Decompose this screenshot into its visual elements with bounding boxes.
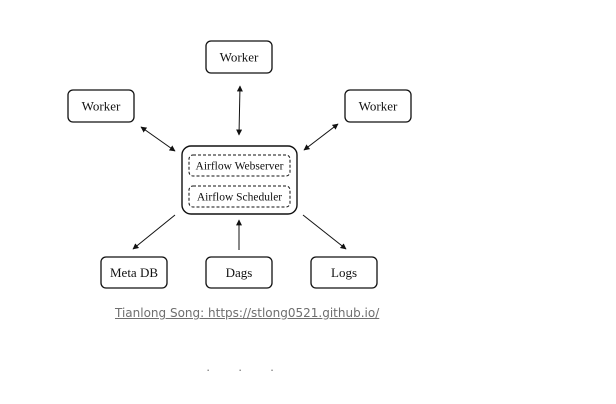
caption-link[interactable]: Tianlong Song: https://stlong0521.github… [115, 306, 380, 320]
airflow-scheduler-label: Airflow Scheduler [197, 192, 282, 204]
worker-left-label: Worker [82, 99, 121, 114]
worker-right-label: Worker [359, 99, 398, 114]
worker-top-node: Worker [205, 40, 273, 74]
worker-right-node: Worker [344, 89, 412, 123]
dags-label: Dags [226, 265, 253, 280]
worker-top-label: Worker [220, 50, 259, 65]
meta-db-label: Meta DB [110, 265, 158, 280]
edge-center-logs [302, 214, 347, 250]
ellipsis-separator: · · · [206, 362, 287, 377]
edge-center-worker-right [303, 123, 339, 151]
airflow-webserver-label: Airflow Webserver [196, 161, 284, 173]
edge-center-worker-left [140, 126, 176, 152]
dags-node: Dags [205, 256, 273, 289]
logs-node: Logs [310, 256, 378, 289]
edge-center-worker-top [236, 85, 243, 136]
worker-left-node: Worker [67, 89, 135, 123]
airflow-core-node: Airflow Webserver Airflow Scheduler [181, 145, 298, 215]
logs-label: Logs [331, 265, 357, 280]
meta-db-node: Meta DB [100, 256, 168, 289]
edge-center-meta-db [132, 214, 176, 250]
